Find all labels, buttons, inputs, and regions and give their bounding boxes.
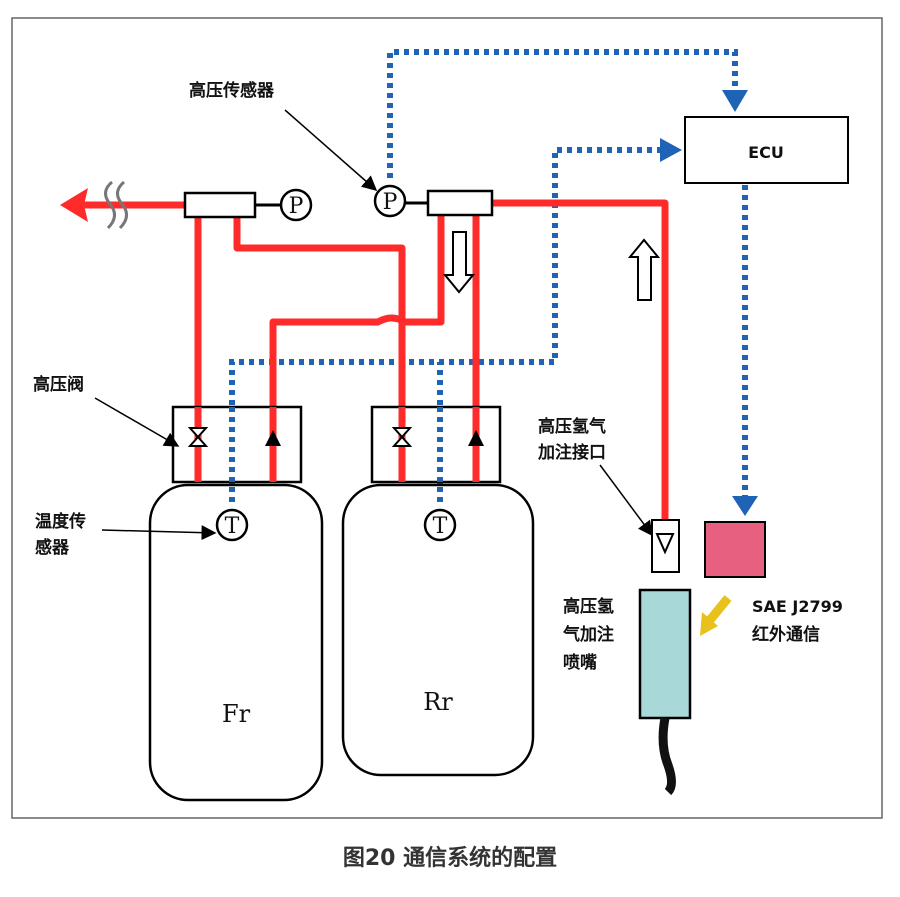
pressure-sensor-label: 高压传感器: [189, 80, 275, 101]
ir-label-1: SAE J2799: [752, 597, 843, 616]
receptacle: [651, 519, 680, 573]
nozzle-label-2: 气加注: [562, 624, 614, 645]
flow-arrow-down: [442, 231, 476, 294]
high-pressure-valve-label: 高压阀: [33, 374, 84, 395]
check-valves: [265, 430, 484, 446]
figure-caption: 图20 通信系统的配置: [342, 846, 558, 871]
solenoid-valves: [187, 427, 413, 447]
svg-text:T: T: [433, 514, 448, 539]
temp-sensor-label-1: 温度传: [35, 511, 86, 532]
nozzle-label-1: 高压氢: [563, 596, 614, 617]
ir-label-2: 红外通信: [752, 624, 820, 645]
leader-lines: [94, 109, 653, 541]
svg-text:P: P: [289, 194, 304, 219]
temp-sensor-rear: T: [423, 508, 457, 542]
valve-box-signal: [229, 407, 443, 505]
tank-rear: [341, 483, 535, 777]
ecu-box: [684, 116, 849, 184]
receptacle-valve: [655, 533, 675, 555]
pressure-sensor-right: P: [373, 184, 407, 218]
manifold-left: [183, 191, 257, 219]
receptacle-label-1: 高压氢气: [538, 416, 606, 437]
nozzle-hose: [658, 717, 676, 796]
signal-arrowheads: [660, 90, 758, 516]
tank-front: [148, 483, 324, 802]
fuel-cell-arrow: [60, 180, 128, 230]
nozzle: [638, 588, 692, 720]
ir-arrow: [700, 595, 732, 636]
pressure-sensor-left: P: [279, 188, 313, 222]
tank-front-label: Fr: [222, 700, 251, 728]
ecu-label: ECU: [748, 143, 784, 162]
svg-text:P: P: [383, 190, 398, 215]
flow-arrow-up: [627, 238, 661, 301]
temp-sensor-front: T: [215, 508, 249, 542]
temp-sensor-label-2: 感器: [35, 537, 70, 558]
manifold-right: [426, 189, 494, 217]
outer-frame: [11, 17, 883, 819]
ir-communication-box: [704, 521, 766, 578]
svg-text:T: T: [225, 514, 240, 539]
receptacle-label-2: 加注接口: [537, 442, 606, 463]
tank-rear-label: Rr: [423, 688, 453, 716]
nozzle-label-3: 喷嘴: [563, 653, 597, 673]
